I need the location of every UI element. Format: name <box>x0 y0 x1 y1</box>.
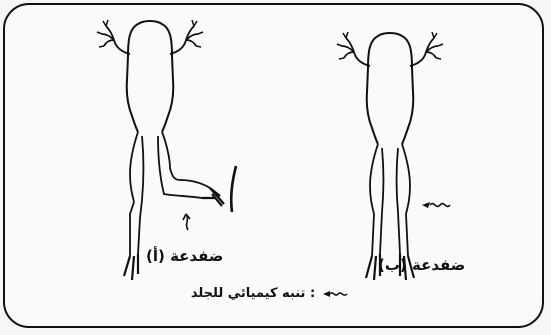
frog-b-label: ضفدعة (ب) <box>378 256 465 274</box>
chemical-stimulus-legend-icon <box>321 288 349 300</box>
legend-text: : تنبه كيميائي للجلد <box>191 286 315 301</box>
frog-a-drawing <box>97 20 236 280</box>
frog-b-drawing <box>337 32 443 280</box>
legend: : تنبه كيميائي للجلد <box>170 286 370 301</box>
chemical-stimulus-arrow-icon <box>422 202 450 208</box>
frog-a-label: ضفدعة (أ) <box>146 247 223 265</box>
